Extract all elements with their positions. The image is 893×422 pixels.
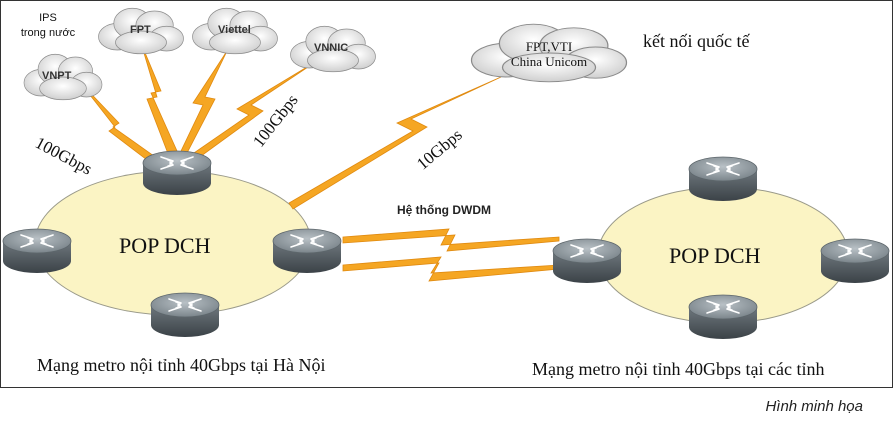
pop-right-label: POP DCH [669, 243, 761, 268]
router-top-icon [142, 150, 212, 196]
router-bottom-icon [150, 292, 220, 338]
isp-vnnic-label: VNNIC [314, 42, 349, 54]
pop-left-label: POP DCH [119, 233, 211, 258]
dwdm-link-bottom-icon [342, 256, 560, 282]
isp-vnpt-label: VNPT [42, 70, 72, 82]
dwdm-label: Hệ thống DWDM [397, 203, 491, 217]
router-right-bottom-icon [688, 294, 758, 340]
network-diagram: IPS trong nước VNPT FPT Viettel VNNIC FP… [0, 0, 893, 388]
figure-caption: Hình minh họa [765, 398, 863, 415]
intl-cloud-label: FPT,VTI China Unicom [510, 39, 588, 69]
metro-right-label: Mạng metro nội tỉnh 40Gbps tại các tỉnh [532, 359, 825, 379]
diagram-canvas [2, 7, 890, 340]
dwdm-link-top-icon [342, 228, 560, 252]
ips-domestic-label: IPS trong nước [20, 12, 76, 39]
router-right-left-icon [552, 238, 622, 284]
router-left-icon [2, 228, 72, 274]
router-right-right-icon [820, 238, 890, 284]
link-fpt-icon [140, 42, 178, 152]
link-intl-icon [288, 76, 502, 210]
link-vnnic-icon [190, 60, 318, 160]
metro-left-label: Mạng metro nội tỉnh 40Gbps tại Hà Nội [37, 355, 326, 375]
isp-fpt-label: FPT [130, 24, 151, 36]
isp-viettel-label: Viettel [218, 24, 251, 36]
router-right-top-icon [688, 156, 758, 202]
router-pop-icon [272, 228, 342, 274]
intl-title: kết nối quốc tế [643, 31, 750, 51]
